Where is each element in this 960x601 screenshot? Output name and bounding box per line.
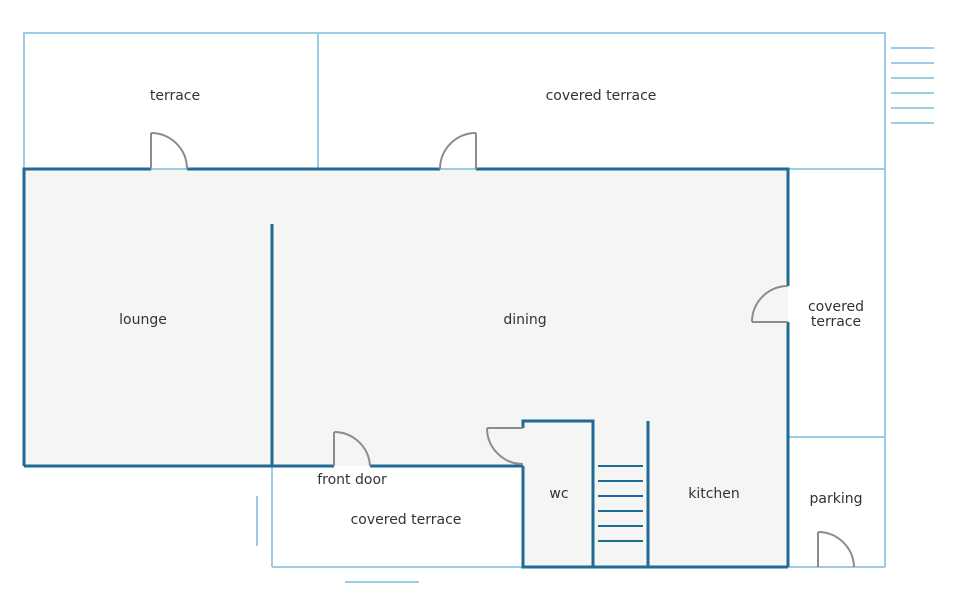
exterior-walls bbox=[23, 32, 886, 583]
indoor-stairs bbox=[598, 465, 643, 542]
label-covered-terrace-right-line2: terrace bbox=[811, 314, 861, 330]
label-lounge: lounge bbox=[119, 312, 167, 328]
label-dining: dining bbox=[503, 312, 546, 328]
door-terrace bbox=[150, 132, 188, 170]
door-covered-terrace-top bbox=[439, 132, 477, 170]
label-covered-terrace-bottom: covered terrace bbox=[351, 512, 462, 528]
label-covered-terrace-top: covered terrace bbox=[546, 88, 657, 104]
top-terraces-outline bbox=[23, 32, 886, 170]
door-covered-terrace-right bbox=[751, 285, 789, 323]
outdoor-stairs bbox=[891, 47, 934, 124]
wall-wc bbox=[521, 419, 595, 567]
interior-walls bbox=[22, 167, 790, 569]
wall-top-right bbox=[476, 167, 790, 286]
wall-bottom-right bbox=[521, 466, 788, 569]
label-wc: wc bbox=[549, 486, 568, 502]
wall-top-left bbox=[22, 167, 151, 466]
doors bbox=[150, 132, 855, 568]
label-front-door: front door bbox=[317, 472, 387, 488]
door-front bbox=[333, 430, 371, 467]
label-kitchen: kitchen bbox=[688, 486, 740, 502]
room-labels: terrace covered terrace lounge dining co… bbox=[119, 88, 864, 528]
label-parking: parking bbox=[810, 491, 863, 507]
label-terrace: terrace bbox=[150, 88, 200, 104]
door-parking bbox=[817, 531, 855, 568]
interior-floor bbox=[24, 169, 788, 567]
door-wc bbox=[486, 427, 524, 465]
label-covered-terrace-right-line1: covered bbox=[808, 299, 864, 315]
